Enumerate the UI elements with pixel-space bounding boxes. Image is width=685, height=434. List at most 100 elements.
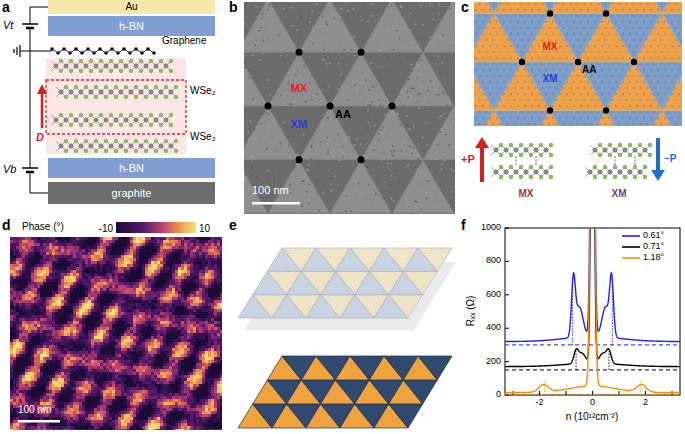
phase-pixel bbox=[13, 330, 16, 333]
phase-pixel bbox=[10, 384, 13, 387]
phase-pixel bbox=[13, 246, 16, 249]
image-noise bbox=[289, 136, 291, 138]
carbon-atom bbox=[62, 47, 66, 51]
image-noise bbox=[439, 87, 441, 89]
atom-texture bbox=[566, 117, 568, 119]
image-noise bbox=[308, 164, 310, 166]
image-noise bbox=[345, 195, 347, 197]
image-noise bbox=[327, 152, 329, 154]
phase-pixel bbox=[13, 294, 16, 297]
image-noise bbox=[292, 45, 294, 47]
image-noise bbox=[269, 4, 271, 6]
atom-texture bbox=[653, 51, 655, 53]
se-atom bbox=[628, 143, 632, 147]
image-noise bbox=[342, 76, 344, 78]
colorbar bbox=[116, 222, 196, 233]
atom-texture bbox=[657, 105, 659, 107]
atom-texture bbox=[636, 93, 638, 95]
atom-texture bbox=[499, 63, 501, 65]
atom-texture bbox=[555, 15, 557, 17]
atom-texture bbox=[639, 39, 641, 41]
se-atom bbox=[74, 139, 78, 143]
image-noise bbox=[368, 67, 370, 69]
atom-texture bbox=[503, 117, 505, 119]
se-atom bbox=[519, 153, 523, 157]
se-atom bbox=[99, 113, 103, 117]
atom-texture bbox=[618, 123, 620, 125]
atom-texture bbox=[524, 69, 526, 71]
stacking-domain bbox=[516, 267, 578, 321]
se-atom bbox=[104, 139, 108, 143]
w-atom bbox=[129, 90, 133, 94]
atom-texture bbox=[646, 27, 648, 29]
atom-texture bbox=[601, 21, 603, 23]
atom-texture bbox=[664, 57, 666, 59]
image-noise bbox=[441, 62, 443, 64]
phase-pixel bbox=[13, 369, 16, 372]
image-noise bbox=[391, 141, 393, 143]
phase-pixel bbox=[10, 357, 13, 360]
atom-texture bbox=[681, 75, 683, 77]
atom-texture bbox=[594, 81, 596, 83]
phase-pixel bbox=[10, 279, 13, 282]
se-atom bbox=[643, 175, 647, 179]
aa-site-dot bbox=[547, 10, 553, 16]
atom-texture bbox=[559, 57, 561, 59]
image-noise bbox=[304, 175, 306, 177]
se-atom bbox=[69, 59, 73, 63]
atom-texture bbox=[580, 105, 582, 107]
atom-texture bbox=[601, 69, 603, 71]
atom-texture bbox=[650, 57, 652, 59]
image-noise bbox=[375, 84, 377, 86]
atom-texture bbox=[632, 39, 634, 41]
image-noise bbox=[282, 8, 284, 10]
atom-texture bbox=[520, 39, 522, 41]
image-noise bbox=[368, 205, 370, 207]
atom-texture bbox=[625, 27, 627, 29]
image-noise bbox=[360, 143, 362, 145]
se-atom bbox=[509, 165, 513, 169]
atom-texture bbox=[590, 51, 592, 53]
atom-texture bbox=[667, 63, 669, 65]
se-atom bbox=[94, 139, 98, 143]
atom-texture bbox=[510, 105, 512, 107]
atom-texture bbox=[492, 27, 494, 29]
stacking-domain bbox=[606, 256, 662, 304]
image-noise bbox=[452, 167, 454, 169]
image-noise bbox=[281, 57, 283, 59]
atom-texture bbox=[678, 57, 680, 59]
image-noise bbox=[448, 144, 450, 146]
atom-texture bbox=[629, 93, 631, 95]
image-noise bbox=[267, 197, 269, 199]
atom-texture bbox=[608, 93, 610, 95]
atom-texture bbox=[489, 33, 491, 35]
image-noise bbox=[403, 141, 405, 143]
atom-texture bbox=[569, 51, 571, 53]
atom-texture bbox=[555, 87, 557, 89]
w-atom bbox=[534, 170, 539, 175]
atom-texture bbox=[506, 123, 508, 125]
atom-texture bbox=[475, 57, 477, 59]
image-noise bbox=[267, 9, 269, 11]
atom-texture bbox=[534, 3, 536, 5]
w-atom bbox=[64, 64, 68, 68]
se-atom bbox=[114, 95, 118, 99]
se-atom bbox=[69, 69, 73, 73]
phase-pixel bbox=[10, 387, 13, 390]
se-atom bbox=[529, 165, 533, 169]
image-noise bbox=[444, 159, 446, 161]
w-atom bbox=[643, 148, 648, 153]
se-atom bbox=[84, 85, 88, 89]
image-noise bbox=[267, 131, 269, 133]
image-noise bbox=[434, 130, 436, 132]
phase-pixel bbox=[13, 393, 16, 396]
atom-texture bbox=[597, 123, 599, 125]
atom-texture bbox=[478, 15, 480, 17]
image-noise bbox=[450, 168, 452, 170]
image-noise bbox=[363, 60, 365, 62]
atom-texture bbox=[524, 81, 526, 83]
atom-texture bbox=[590, 99, 592, 101]
w-atom bbox=[59, 90, 63, 94]
atom-texture bbox=[559, 45, 561, 47]
atom-texture bbox=[629, 21, 631, 23]
